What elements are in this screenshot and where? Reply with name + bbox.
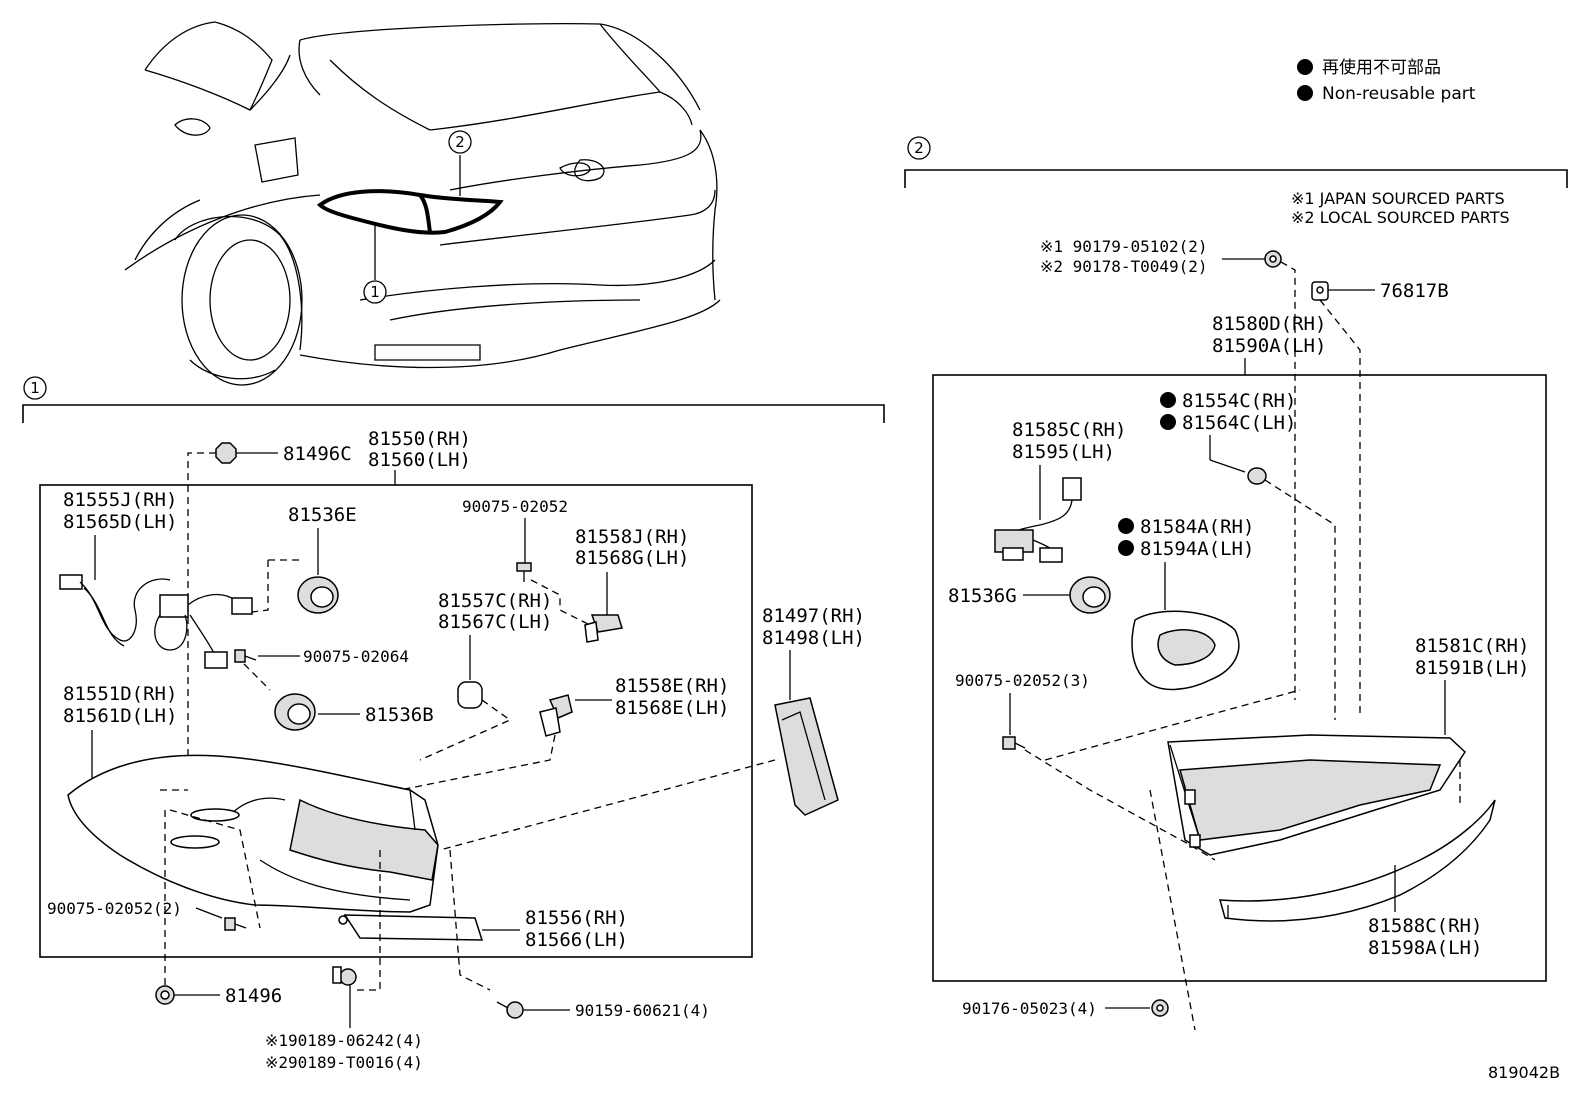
section-1-rear-combination-lamp: 1 81550(RH) 81560(LH) 81496C 81555J(RH) … (22, 376, 885, 1072)
label-90189-06242: ※190189-06242(4) (265, 1031, 423, 1050)
socket-81536b-icon (274, 693, 316, 731)
label-81584a-rh: 81584A(RH) (1140, 516, 1254, 538)
socket-81536e-icon (297, 576, 339, 614)
note-japan-sourced: ※1 JAPAN SOURCED PARTS (1291, 189, 1505, 208)
note-local-sourced: ※2 LOCAL SOURCED PARTS (1291, 208, 1510, 227)
label-81590a-lh: 81590A(LH) (1212, 335, 1326, 357)
screw-90189-icon (332, 966, 357, 986)
gasket-81554c-icon (1247, 467, 1267, 485)
non-reusable-dot-icon (1297, 59, 1313, 75)
label-90159-60621: 90159-60621(4) (575, 1001, 710, 1020)
garnish-81588c-icon (1218, 799, 1496, 922)
legend: 再使用不可部品 Non-reusable part (1297, 57, 1476, 104)
gasket-81584a-icon (1131, 610, 1240, 691)
label-81498-lh: 81498(LH) (762, 627, 865, 649)
label-90075-02052-3: 90075-02052(3) (955, 671, 1090, 690)
socket-81558e-icon (539, 694, 573, 737)
label-81585c-rh: 81585C(RH) (1012, 419, 1126, 441)
label-81565d-lh: 81565D(LH) (63, 511, 177, 533)
wire-harness-icon (59, 574, 253, 669)
reflector-81497-icon (774, 697, 839, 816)
label-81568e-lh: 81568E(LH) (615, 697, 729, 719)
label-90075-02052: 90075-02052 (462, 497, 568, 516)
callout-2-circle (448, 130, 472, 154)
callout-1-number: 1 (370, 283, 380, 301)
screw-90176-icon (1151, 999, 1169, 1017)
label-81557c-rh: 81557C(RH) (438, 590, 552, 612)
label-81536b: 81536B (365, 704, 434, 726)
label-81567c-lh: 81567C(LH) (438, 611, 552, 633)
non-reusable-dot-icon (1160, 414, 1176, 430)
label-81580d-rh: 81580D(RH) (1212, 313, 1326, 335)
label-81598a-lh: 81598A(LH) (1368, 937, 1482, 959)
label-81536e: 81536E (288, 504, 357, 526)
section-2-assembly-box (932, 374, 1547, 982)
label-81554c-rh: 81554C(RH) (1182, 390, 1296, 412)
non-reusable-dot-icon (1118, 518, 1134, 534)
nut-81496c-icon (215, 442, 237, 464)
callout-2-number: 2 (455, 133, 465, 151)
screw-90159-icon (496, 1001, 524, 1019)
section-2-rear-lamp: 2 ※1 JAPAN SOURCED PARTS ※2 LOCAL SOURCE… (904, 136, 1568, 1031)
label-81550-rh: 81550(RH) (368, 428, 471, 450)
garnish-81556-icon (338, 914, 484, 941)
label-90178-t0049: ※2 90178-T0049(2) (1040, 257, 1208, 276)
non-reusable-dot-icon (1118, 540, 1134, 556)
bracket-81558j-icon (584, 614, 623, 643)
section-1-marker (23, 376, 47, 400)
label-81581c-rh: 81581C(RH) (1415, 635, 1529, 657)
screw-icon (516, 562, 532, 582)
label-81497-rh: 81497(RH) (762, 605, 865, 627)
non-reusable-dot-icon (1160, 392, 1176, 408)
nut-81496-icon (155, 985, 175, 1005)
label-81560-lh: 81560(LH) (368, 449, 471, 471)
legend-english: Non-reusable part (1322, 84, 1476, 104)
label-81555j-rh: 81555J(RH) (63, 489, 177, 511)
cap-81557c-icon (457, 681, 483, 709)
label-81594a-lh: 81594A(LH) (1140, 538, 1254, 560)
label-90176-05023: 90176-05023(4) (962, 999, 1097, 1018)
label-81551d-rh: 81551D(RH) (63, 683, 177, 705)
section-1-number: 1 (30, 379, 40, 397)
section-2-marker (907, 136, 931, 160)
non-reusable-dot-icon (1297, 85, 1313, 101)
wire-81585c-icon (994, 477, 1082, 563)
label-81556-rh: 81556(RH) (525, 907, 628, 929)
label-81595-lh: 81595(LH) (1012, 441, 1115, 463)
label-81591b-lh: 81591B(LH) (1415, 657, 1529, 679)
label-81558j-rh: 81558J(RH) (575, 526, 689, 548)
label-81566-lh: 81566(LH) (525, 929, 628, 951)
label-90075-02052-2: 90075-02052(2) (47, 899, 182, 918)
label-76817b: 76817B (1380, 280, 1449, 302)
label-81588c-rh: 81588C(RH) (1368, 915, 1482, 937)
label-90075-02064: 90075-02064 (303, 647, 409, 666)
lamp-lens-body-icon (67, 754, 439, 913)
callout-1-circle (363, 280, 387, 304)
label-81496c: 81496C (283, 443, 352, 465)
legend-japanese: 再使用不可部品 (1322, 57, 1441, 78)
screw-90075-02064-icon (234, 649, 257, 663)
label-81568g-lh: 81568G(LH) (575, 547, 689, 569)
label-81564c-lh: 81564C(LH) (1182, 412, 1296, 434)
label-81561d-lh: 81561D(LH) (63, 705, 177, 727)
label-90189-t0016: ※290189-T0016(4) (265, 1053, 423, 1072)
label-81496: 81496 (225, 985, 282, 1007)
label-81558e-rh: 81558E(RH) (615, 675, 729, 697)
socket-81536g-icon (1069, 576, 1111, 614)
nut-90179-icon (1264, 250, 1282, 268)
section-2-number: 2 (914, 139, 924, 157)
section-1-assembly-box (39, 484, 753, 958)
lamp-body-81581c-icon (1167, 734, 1466, 856)
screw-90075-02052-3-icon (1002, 736, 1026, 750)
label-81536g: 81536G (948, 585, 1017, 607)
diagram-code: 819042B (1488, 1063, 1560, 1082)
clip-76817b-icon (1311, 281, 1329, 301)
label-90179-05102: ※1 90179-05102(2) (1040, 237, 1208, 256)
vehicle-rear-illustration: 1 2 (124, 21, 721, 386)
screw-90075-02052-2-icon (224, 917, 247, 931)
